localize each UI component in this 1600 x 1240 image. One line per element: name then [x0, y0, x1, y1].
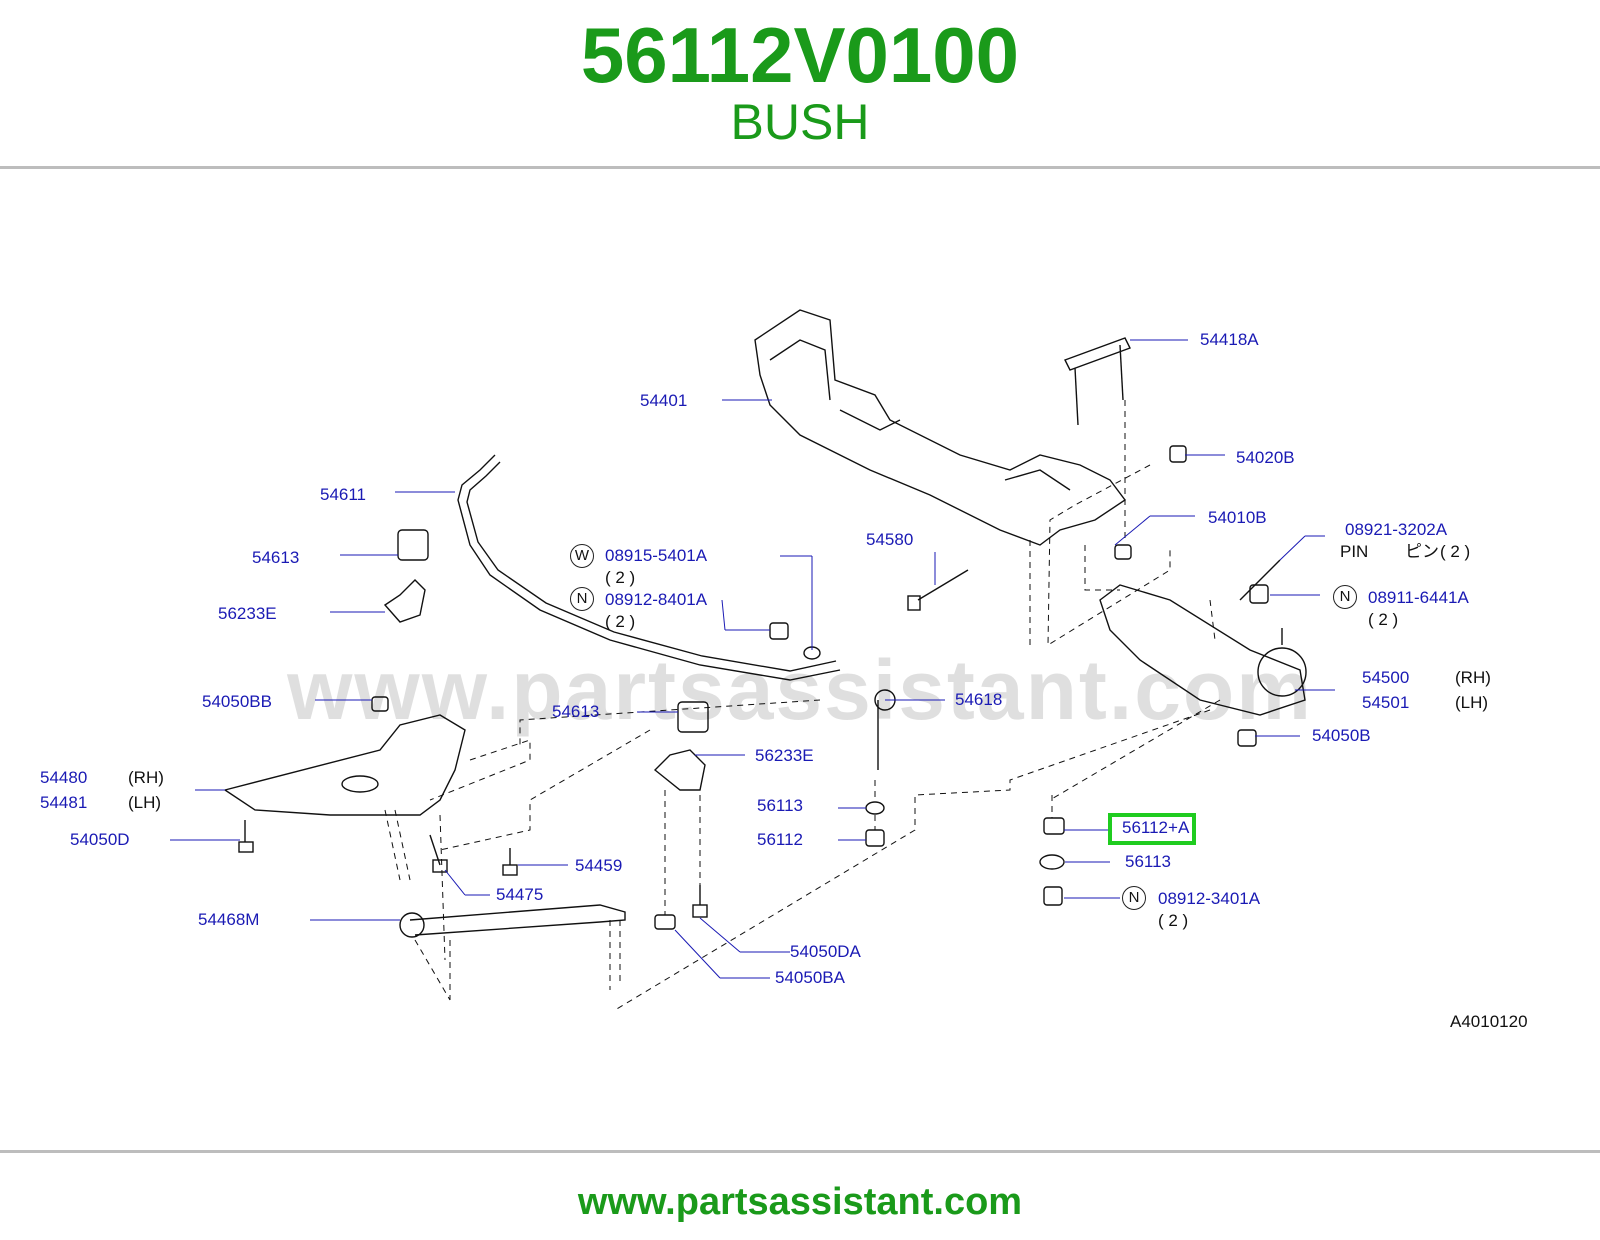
label-pin-jp: ピン	[1405, 542, 1439, 561]
label-08912-8401A[interactable]: 08912-8401A	[605, 590, 708, 609]
qty-n1: ( 2 )	[605, 612, 636, 631]
footer-url[interactable]: www.partsassistant.com	[577, 1181, 1023, 1223]
label-08921-3202A[interactable]: 08921-3202A	[1345, 520, 1448, 539]
header-divider	[0, 166, 1600, 169]
label-54480[interactable]: 54480	[40, 768, 88, 787]
part-name-subtitle: BUSH	[730, 94, 870, 150]
label-54050DA[interactable]: 54050DA	[790, 942, 861, 961]
label-08911-6441A[interactable]: 08911-6441A	[1368, 588, 1469, 607]
highlighted-part-box	[1108, 813, 1196, 845]
label-54050D[interactable]: 54050D	[70, 830, 130, 849]
label-54401[interactable]: 54401	[640, 391, 688, 410]
label-54050BA[interactable]: 54050BA	[775, 968, 845, 987]
label-54613-center[interactable]: 54613	[552, 702, 600, 721]
label-lh-2: (LH)	[128, 793, 162, 812]
qty-n2: ( 2 )	[1368, 610, 1399, 629]
label-pin: PIN	[1340, 542, 1369, 561]
header: 56112V0100 BUSH	[0, 0, 1600, 168]
label-08912-3401A[interactable]: 08912-3401A	[1158, 889, 1261, 908]
qty-w: ( 2 )	[605, 568, 636, 587]
label-54611[interactable]: 54611	[320, 485, 367, 504]
nut-marker-n3: N	[1122, 886, 1146, 910]
qty-n3: ( 2 )	[1158, 911, 1189, 930]
footer-divider	[0, 1150, 1600, 1153]
label-56113-center[interactable]: 56113	[757, 796, 804, 815]
label-rh-1: (RH)	[1455, 668, 1491, 687]
label-54050B[interactable]: 54050B	[1312, 726, 1371, 745]
nut-marker-n1: N	[570, 587, 594, 611]
label-54501[interactable]: 54501	[1362, 693, 1410, 712]
label-54481[interactable]: 54481	[40, 793, 88, 812]
label-54468M[interactable]: 54468M	[198, 910, 260, 929]
watermark: www.partsassistant.com	[287, 643, 1313, 737]
washer-marker-w: W	[570, 544, 594, 568]
label-54418A[interactable]: 54418A	[1200, 330, 1259, 349]
part-number-title: 56112V0100	[580, 11, 1020, 99]
label-56112-A-highlighted[interactable]: 56112+A	[1122, 818, 1190, 837]
label-56112[interactable]: 56112	[757, 830, 804, 849]
diagram-code: A4010120	[1450, 1012, 1528, 1031]
label-lh-1: (LH)	[1455, 693, 1489, 712]
qty-pin: ( 2 )	[1440, 542, 1471, 561]
label-54475[interactable]: 54475	[496, 885, 544, 904]
label-54459[interactable]: 54459	[575, 856, 623, 875]
label-08915-5401A[interactable]: 08915-5401A	[605, 546, 708, 565]
label-54613-left[interactable]: 54613	[252, 548, 300, 567]
label-54580[interactable]: 54580	[866, 530, 914, 549]
nut-marker-n2: N	[1333, 585, 1357, 609]
label-54050BB[interactable]: 54050BB	[202, 692, 272, 711]
label-54618[interactable]: 54618	[955, 690, 1003, 709]
label-54500[interactable]: 54500	[1362, 668, 1410, 687]
label-54020B[interactable]: 54020B	[1236, 448, 1295, 467]
label-56233E-left[interactable]: 56233E	[218, 604, 277, 623]
label-56113-right[interactable]: 56113	[1125, 852, 1172, 871]
label-54010B[interactable]: 54010B	[1208, 508, 1267, 527]
label-rh-2: (RH)	[128, 768, 164, 787]
label-56233E-center[interactable]: 56233E	[755, 746, 814, 765]
